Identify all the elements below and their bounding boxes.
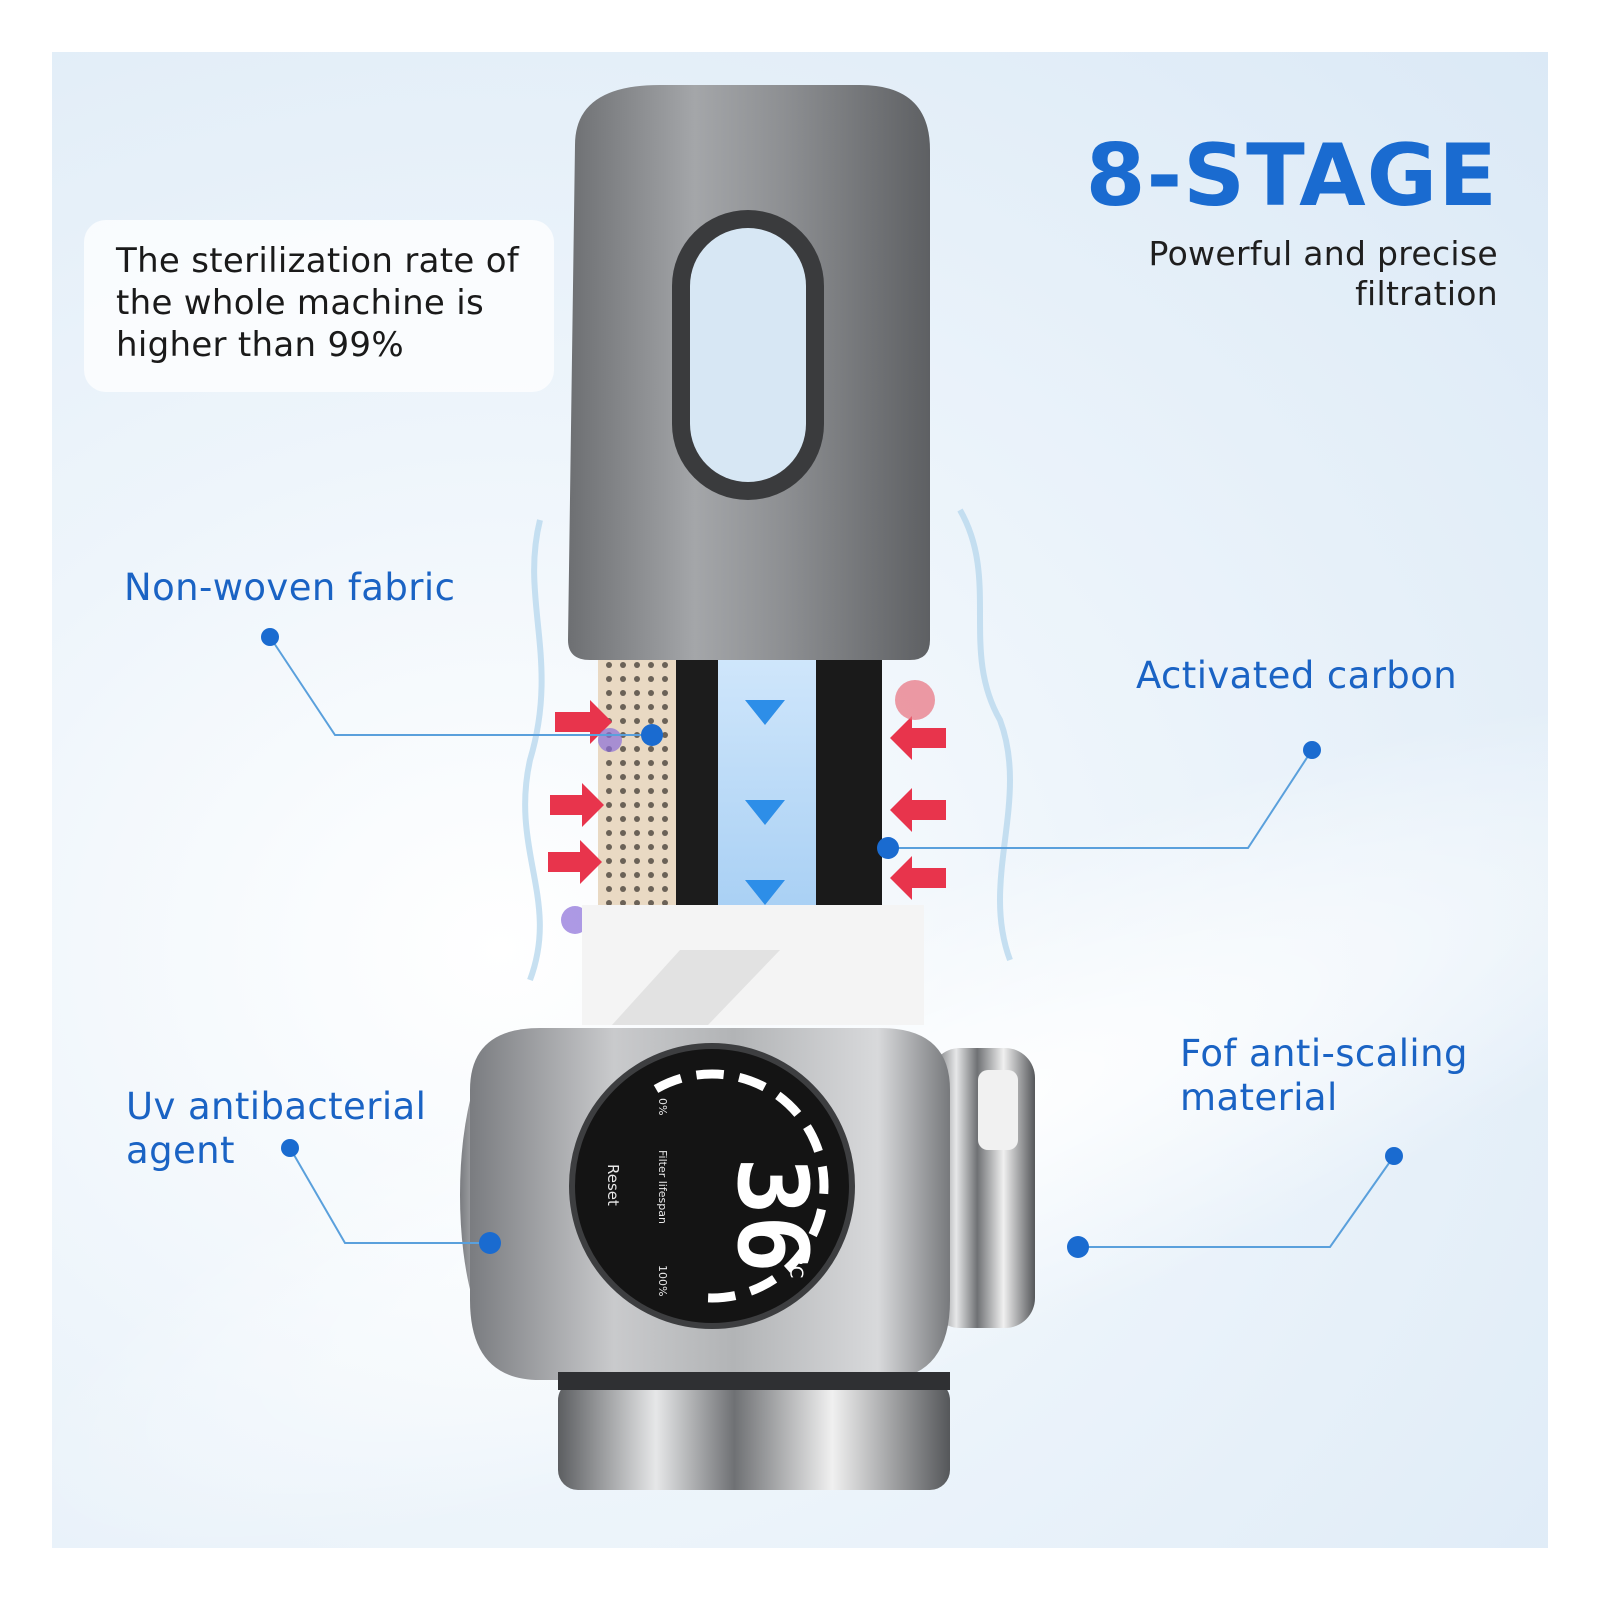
label-nonwoven-fabric: Non-woven fabric <box>124 566 456 609</box>
label-uv-antibacterial: Uv antibacterial agent <box>126 1085 427 1172</box>
bacteria-icon <box>895 680 935 720</box>
water-splash-left <box>522 519 545 982</box>
dot-fof-end <box>1067 1236 1089 1258</box>
lcd-screen <box>569 1043 855 1329</box>
dot-uv-end <box>479 1232 501 1254</box>
line-carbon <box>888 749 1313 849</box>
label-fof-anti-scaling: Fof anti-scaling material <box>1180 1032 1468 1119</box>
carbon-layer-right <box>816 660 882 910</box>
sterilization-note: The sterilization rate of the whole mach… <box>116 241 520 365</box>
cap-window-glass <box>690 228 806 482</box>
nonwoven-layer <box>598 660 676 910</box>
lifespan-arc <box>653 1069 829 1303</box>
lifespan-segment <box>783 1246 809 1273</box>
sterilization-note-box <box>84 220 554 392</box>
headline-title: 8-STAGE <box>1085 126 1498 226</box>
lifespan-segment <box>695 1069 725 1080</box>
dot-fof-start <box>1385 1147 1403 1165</box>
flow-arrow-icon <box>745 880 785 905</box>
bottom-seam <box>558 1372 950 1390</box>
water-splash-right <box>957 508 1013 962</box>
bottom-ring <box>558 1380 950 1490</box>
knob-highlight <box>978 1070 1018 1150</box>
carbon-layer-left <box>676 660 718 910</box>
lifespan-segment <box>775 1091 802 1117</box>
label-activated-carbon: Activated carbon <box>1136 654 1458 697</box>
inflow-arrows <box>548 700 946 900</box>
dot-nonwoven-end <box>641 724 663 746</box>
lifespan-segment <box>808 1208 826 1238</box>
dot-carbon-end <box>877 837 899 859</box>
dot-uv-start <box>281 1139 299 1157</box>
line-fof <box>1078 1155 1395 1248</box>
flow-arrow-icon <box>745 800 785 825</box>
collar-notch <box>612 950 780 1025</box>
dot-nonwoven-start <box>261 628 279 646</box>
lifespan-segment <box>653 1074 683 1093</box>
lifespan-segment <box>737 1072 767 1092</box>
flow-arrow-icon <box>745 700 785 725</box>
lifespan-segment <box>707 1291 737 1303</box>
dot-carbon-start <box>1303 741 1321 759</box>
headline-subtitle: Powerful and precise filtration <box>1148 234 1498 313</box>
line-uv <box>289 1147 490 1244</box>
lifespan-segment <box>817 1165 829 1195</box>
line-nonwoven <box>269 636 645 736</box>
lifespan-segment <box>803 1124 823 1153</box>
lifespan-segment <box>748 1275 778 1296</box>
